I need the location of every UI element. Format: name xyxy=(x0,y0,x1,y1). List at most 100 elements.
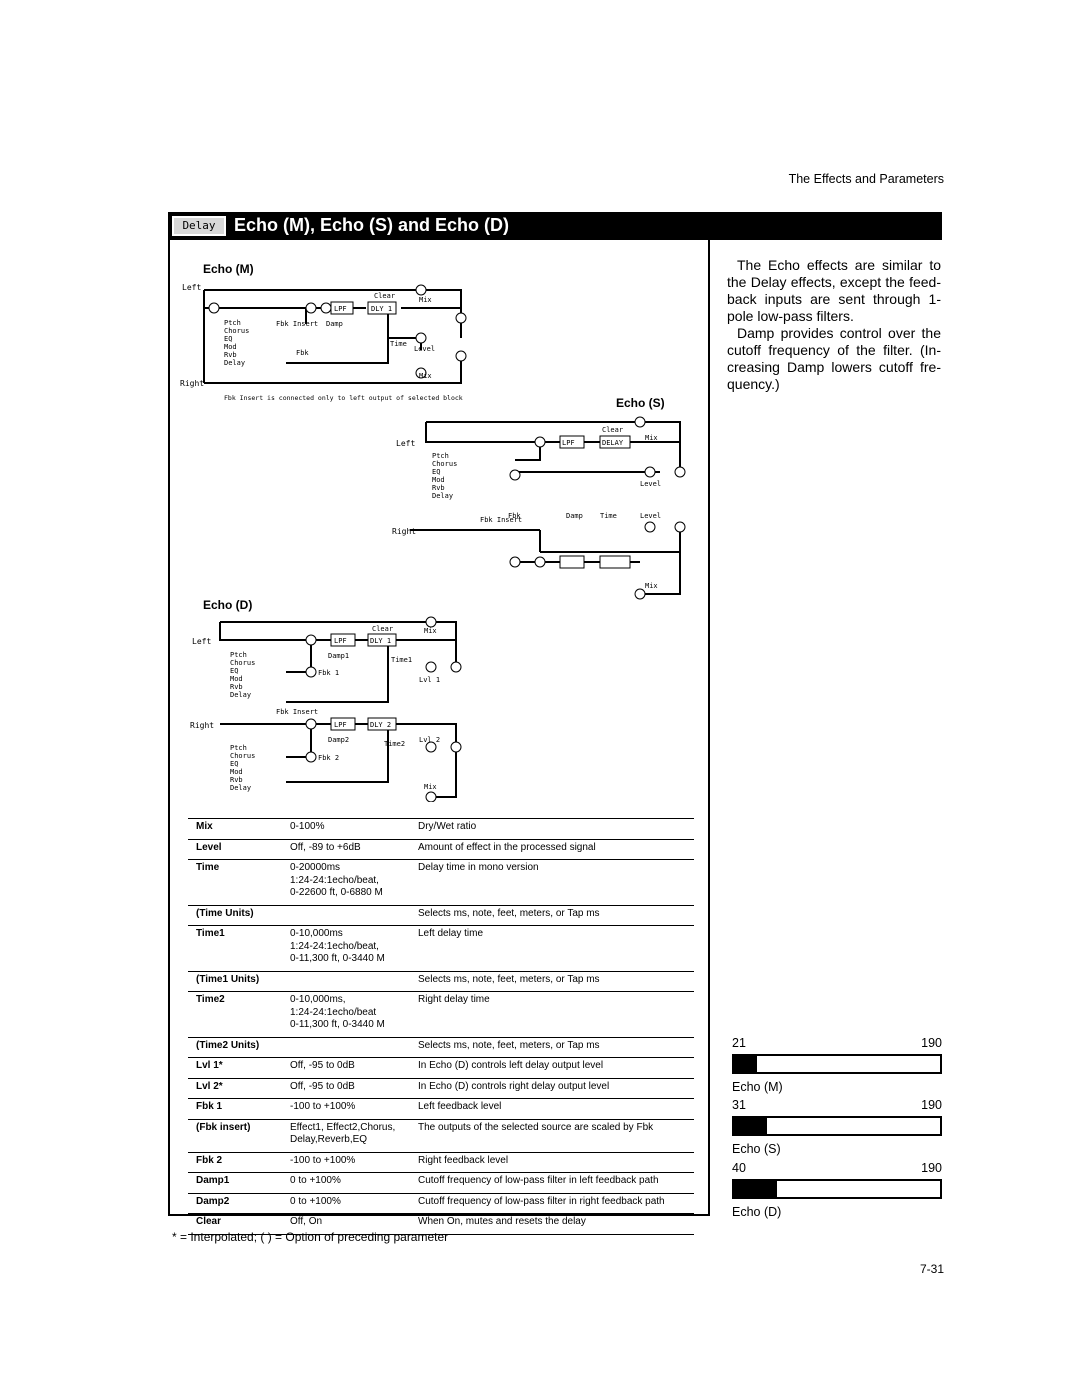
echo-m-source-text: Rvb xyxy=(224,351,237,359)
meter-fill xyxy=(734,1056,757,1072)
echo-d-lpf-text: LPF xyxy=(334,637,347,645)
table-row: (Fbk insert)Effect1, Effect2,Chorus,Dela… xyxy=(188,1119,694,1153)
param-range-line: 0-10,000ms, xyxy=(290,994,346,1005)
table-row: Fbk 2-100 to +100%Right feedback level xyxy=(188,1152,694,1173)
param-range-line: 0-11,300 ft, 0-3440 M xyxy=(290,953,385,964)
echo-m-source-text: Ptch xyxy=(224,319,241,327)
echo-m-source-text: EQ xyxy=(224,335,232,343)
param-range: Off, -95 to 0dB xyxy=(282,1057,410,1079)
meter-fill xyxy=(734,1181,778,1197)
echo-m-mix-text: Mix xyxy=(419,296,432,304)
echo-d-dly1-text: DLY 1 xyxy=(370,637,391,645)
section-title: Echo (M), Echo (S) and Echo (D) xyxy=(234,215,509,235)
echo-d-source-text: Mod xyxy=(230,768,243,776)
param-range: Off, On xyxy=(282,1213,410,1235)
param-name: Mix xyxy=(188,818,282,840)
table-row: (Time2 Units)Selects ms, note, feet, met… xyxy=(188,1037,694,1058)
echo-m-fbk-insert-text: Fbk Insert xyxy=(276,320,318,328)
param-name: Time xyxy=(188,859,282,906)
meter-left-value: 31 xyxy=(732,1098,746,1112)
meter-left-value: 40 xyxy=(732,1161,746,1175)
meter-label: Echo (S) xyxy=(732,1142,781,1156)
param-range-line: -100 to +100% xyxy=(290,1101,356,1112)
echo-d-left-text: Left xyxy=(192,637,211,646)
meter-fill xyxy=(734,1118,767,1134)
echo-s-mix-text: Mix xyxy=(645,434,658,442)
param-name: Lvl 2* xyxy=(188,1078,282,1099)
effect-description: The Echo effects are similar to the Dela… xyxy=(727,257,941,393)
param-description: Selects ms, note, feet, meters, or Tap m… xyxy=(410,905,694,926)
param-description: Cutoff frequency of low-pass filter in r… xyxy=(410,1193,694,1214)
echo-m-clear-text: Clear xyxy=(374,292,395,300)
page-number: 7-31 xyxy=(919,1262,944,1276)
echo-d-lvl1-text: Lvl 1 xyxy=(419,676,440,684)
param-range: -100 to +100% xyxy=(282,1152,410,1173)
echo-d-label: Echo (D) xyxy=(203,598,253,612)
meter-label: Echo (M) xyxy=(732,1080,783,1094)
echo-d-damp2-text: Damp2 xyxy=(328,736,349,744)
param-description: Amount of effect in the processed signal xyxy=(410,839,694,860)
echo-s-source-text: Chorus xyxy=(432,460,457,468)
param-range-line: 0 to +100% xyxy=(290,1195,341,1207)
echo-d-time2-text: Time2 xyxy=(384,740,405,748)
echo-d-source-text: Rvb xyxy=(230,683,243,691)
param-description: Selects ms, note, feet, meters, or Tap m… xyxy=(410,1037,694,1058)
param-range-line: 0-20000ms xyxy=(290,862,341,873)
echo-s-delay-text: DELAY xyxy=(602,439,624,447)
echo-d-mix2-text: Mix xyxy=(424,783,437,791)
meter-right-value: 190 xyxy=(921,1098,942,1112)
echo-s-level-text: Level xyxy=(640,480,661,488)
echo-d-source-text: Rvb xyxy=(230,776,243,784)
echo-s-damp-text: Damp xyxy=(566,512,583,520)
param-range: 0 to +100% xyxy=(282,1193,410,1214)
echo-d-clear-text: Clear xyxy=(372,625,393,633)
echo-d-fbk-insert-text: Fbk Insert xyxy=(276,708,318,716)
param-name: Time1 xyxy=(188,925,282,972)
echo-m-lpf-text: LPF xyxy=(334,305,347,313)
echo-s-lpf-text: LPF xyxy=(562,439,575,447)
echo-s-right-text: Right xyxy=(392,527,416,536)
param-range xyxy=(282,971,410,992)
param-range-line: 0-11,300 ft, 0-3440 M xyxy=(290,1019,385,1030)
param-range: Off, -95 to 0dB xyxy=(282,1078,410,1099)
meter-left-value: 21 xyxy=(732,1036,746,1050)
echo-m-dly-text: DLY 1 xyxy=(371,305,392,313)
echo-d-source-text: Delay xyxy=(230,691,251,699)
meter-right-value: 190 xyxy=(921,1036,942,1050)
echo-m-source-text: Chorus xyxy=(224,327,249,335)
echo-d-dly2-text: DLY 2 xyxy=(370,721,391,729)
echo-s-fbk-insert-text: Fbk Insert xyxy=(480,516,522,524)
echo-s-source-text: Delay xyxy=(432,492,453,500)
echo-s-block-diagram: Left Right Clear Mix Mix LPF DELAY Level… xyxy=(392,416,686,600)
echo-d-source-text: Chorus xyxy=(230,752,255,760)
table-row: Fbk 1-100 to +100%Left feedback level xyxy=(188,1098,694,1120)
param-range: 0 to +100% xyxy=(282,1172,410,1194)
echo-s-mix2-text: Mix xyxy=(645,582,658,590)
echo-m-fbk-text: Fbk xyxy=(296,349,309,357)
section-title-bar: Delay Echo (M), Echo (S) and Echo (D) xyxy=(168,212,942,240)
echo-s-source-text: Ptch xyxy=(432,452,449,460)
param-range-line: Delay,Reverb,EQ xyxy=(290,1134,368,1145)
echo-m-mix2-text: Mix xyxy=(419,372,432,380)
echo-d-right-text: Right xyxy=(190,721,214,730)
param-range: Effect1, Effect2,Chorus,Delay,Reverb,EQ xyxy=(282,1119,410,1153)
param-name: (Fbk insert) xyxy=(188,1119,282,1153)
echo-m-time-text: Time xyxy=(390,340,407,348)
param-range-line: 0-22600 ft, 0-6880 M xyxy=(290,887,383,898)
echo-d-lpf-text: LPF xyxy=(334,721,347,729)
meter-bar xyxy=(732,1116,942,1136)
param-description: In Echo (D) controls left delay output l… xyxy=(410,1057,694,1079)
echo-m-right-text: Right xyxy=(180,379,204,388)
param-name: (Time1 Units) xyxy=(188,971,282,992)
echo-s-clear-text: Clear xyxy=(602,426,623,434)
param-name: Clear xyxy=(188,1213,282,1235)
meter-bar xyxy=(732,1179,942,1199)
